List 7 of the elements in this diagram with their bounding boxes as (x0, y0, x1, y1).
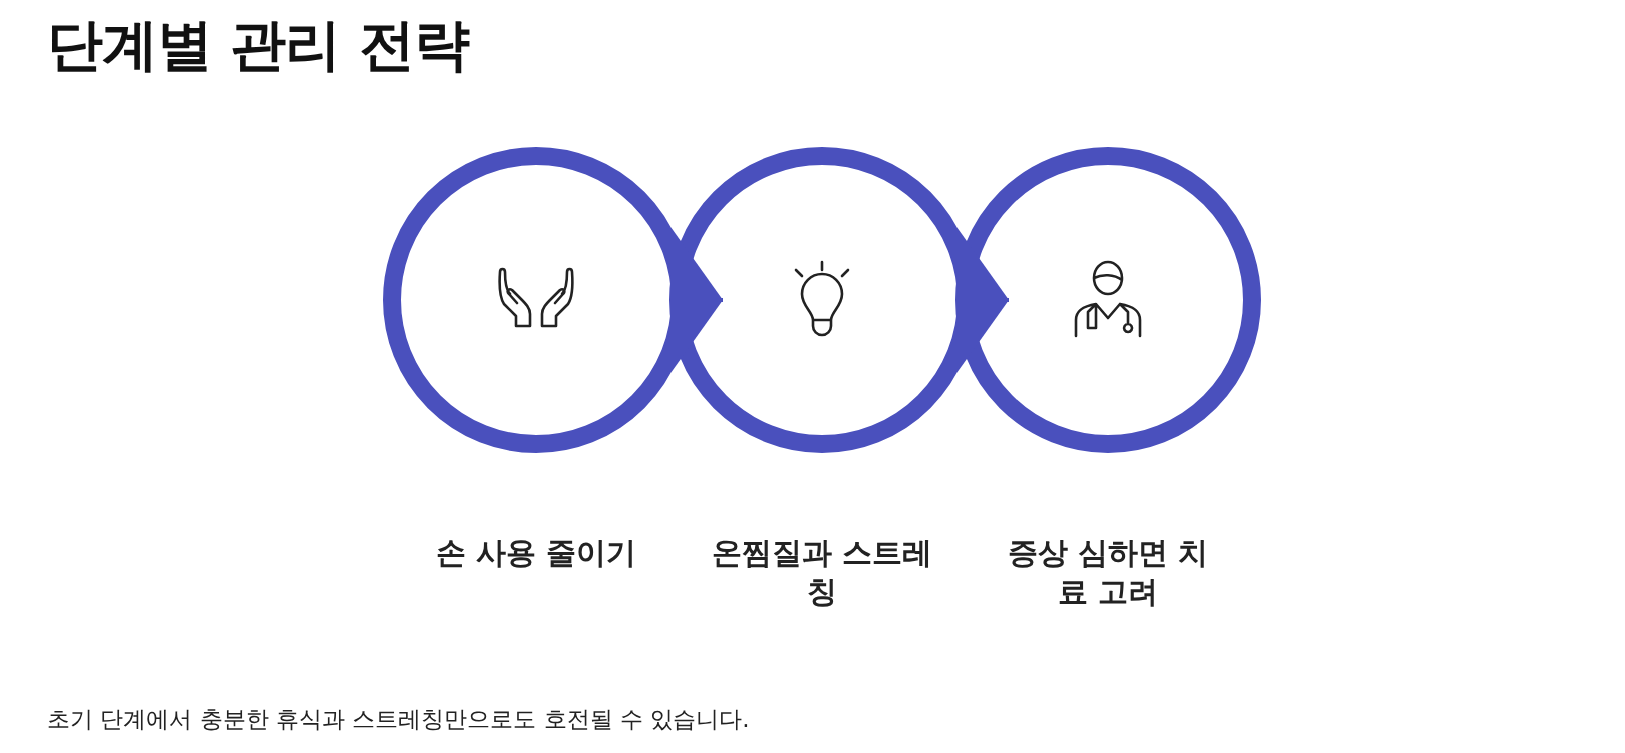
chevron-arrow (671, 227, 723, 373)
title: 단계별 관리 전략 (47, 11, 469, 79)
step-label: 증상 심하면 치료 고려 (1006, 534, 1210, 611)
step-label: 손 사용 줄이기 (434, 534, 638, 572)
chevron-arrow (957, 227, 1009, 373)
step-label: 온찜질과 스트레칭 (710, 534, 934, 611)
caption: 초기 단계에서 충분한 휴식과 스트레칭만으로도 호전될 수 있습니다. (47, 705, 750, 734)
